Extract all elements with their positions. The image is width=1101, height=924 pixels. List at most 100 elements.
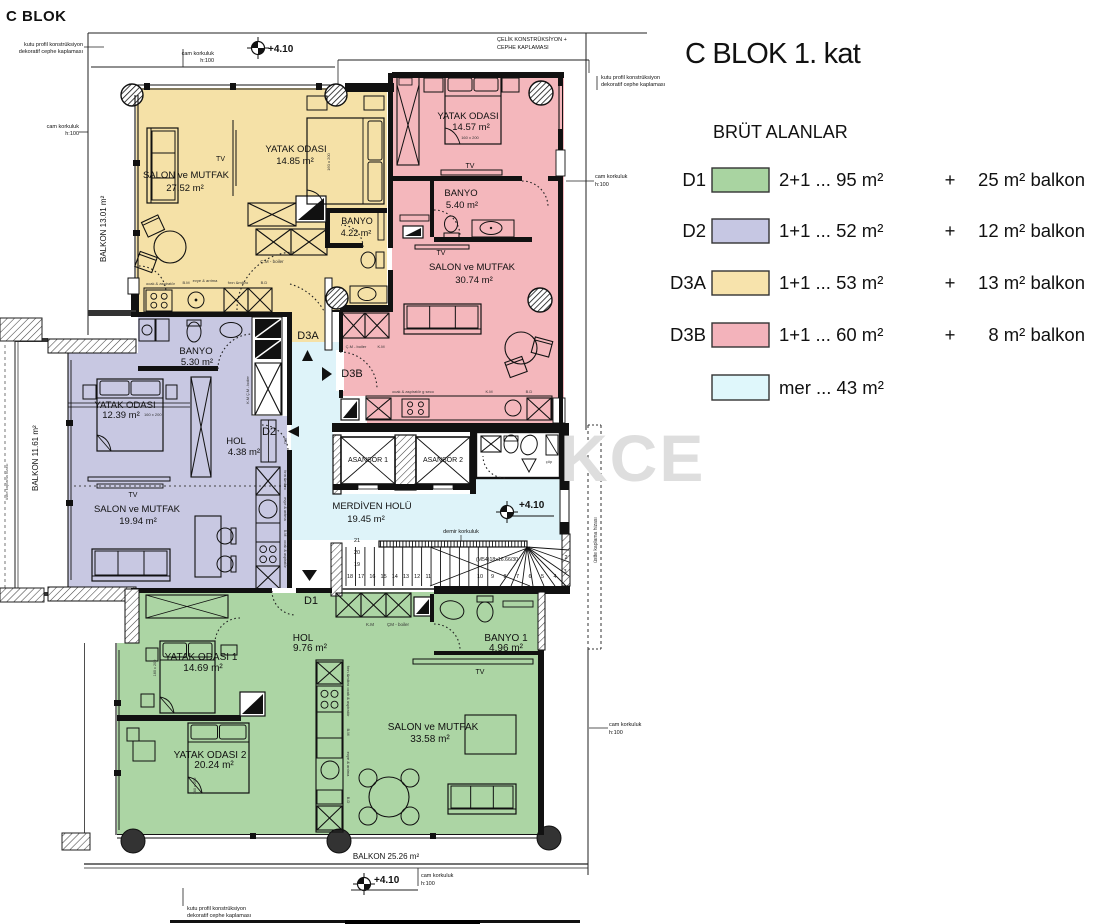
svg-text:1+1 ... 52 m²: 1+1 ... 52 m²	[779, 220, 883, 241]
svg-text:dekoratif cephe kaplaması: dekoratif cephe kaplaması	[187, 913, 251, 919]
svg-text:C BLOK: C BLOK	[6, 8, 67, 25]
svg-text:YATAK ODASI: YATAK ODASI	[265, 144, 326, 155]
svg-text:11: 11	[426, 574, 432, 580]
svg-text:5: 5	[541, 574, 544, 580]
svg-text:YATAK ODASI 2: YATAK ODASI 2	[174, 750, 247, 761]
svg-text:D3B: D3B	[670, 324, 706, 345]
svg-text:D3B: D3B	[341, 368, 362, 380]
svg-text:TV: TV	[129, 492, 138, 499]
svg-text:KCE: KCE	[560, 421, 705, 495]
svg-text:8 m² balkon: 8 m² balkon	[988, 324, 1085, 345]
svg-text:h:100: h:100	[65, 131, 79, 137]
svg-text:7: 7	[516, 574, 519, 580]
svg-text:B.M: B.M	[283, 530, 287, 537]
svg-text:ASANSÖR 2: ASANSÖR 2	[423, 456, 463, 464]
svg-text:cam korkuluk: cam korkuluk	[47, 124, 80, 130]
svg-text:HOL: HOL	[226, 436, 246, 447]
svg-text:19.45 m²: 19.45 m²	[347, 514, 385, 525]
svg-text:dekoratif cephe kaplaması: dekoratif cephe kaplaması	[601, 82, 665, 88]
svg-text:4.38 m²: 4.38 m²	[228, 447, 260, 458]
svg-text:MERDİVEN HOLÜ: MERDİVEN HOLÜ	[332, 501, 411, 512]
svg-text:BANYO: BANYO	[341, 216, 373, 226]
svg-text:kutu profil konstrüksiyon: kutu profil konstrüksiyon	[24, 42, 83, 48]
svg-text:6: 6	[528, 574, 531, 580]
svg-text:5.40 m²: 5.40 m²	[446, 200, 478, 211]
svg-text:Ç.M - boiler: Ç.M - boiler	[346, 344, 367, 349]
svg-text:YATAK ODASI 1: YATAK ODASI 1	[165, 652, 238, 663]
svg-text:30.74 m²: 30.74 m²	[455, 275, 493, 286]
svg-text:5.30 m²: 5.30 m²	[181, 357, 213, 368]
svg-text:mer ... 43 m²: mer ... 43 m²	[779, 377, 884, 398]
svg-text:çöp: çöp	[546, 459, 553, 464]
svg-text:14.57 m²: 14.57 m²	[452, 122, 490, 133]
svg-text:cam korkuluk: cam korkuluk	[182, 51, 215, 57]
svg-text:üstte kaplama hizası: üstte kaplama hizası	[593, 517, 599, 563]
svg-text:fırın &mikro: fırın &mikro	[228, 280, 249, 285]
svg-text:demir korkuluk: demir korkuluk	[443, 529, 479, 535]
svg-text:19.94 m²: 19.94 m²	[119, 516, 157, 527]
svg-text:cam korkuluk: cam korkuluk	[609, 722, 642, 728]
svg-text:ocak & aspiratör: ocak & aspiratör	[346, 688, 351, 718]
svg-text:K.M Ç.M - boiler: K.M Ç.M - boiler	[246, 376, 250, 404]
svg-text:(M54)18x16.66/30: (M54)18x16.66/30	[476, 557, 518, 563]
svg-text:2: 2	[564, 555, 567, 561]
svg-text:12 m² balkon: 12 m² balkon	[978, 220, 1085, 241]
svg-text:evye & arıtma: evye & arıtma	[193, 278, 218, 283]
svg-text:h:100: h:100	[421, 881, 435, 887]
svg-text:BALKON 13.01 m²: BALKON 13.01 m²	[99, 195, 108, 262]
svg-text:BANYO: BANYO	[444, 188, 477, 199]
svg-text:ÇM - boiler: ÇM - boiler	[387, 622, 410, 627]
svg-text:ASANSÖR 1: ASANSÖR 1	[348, 456, 388, 464]
svg-text:ÇELİK KONSTRÜKSİYON +: ÇELİK KONSTRÜKSİYON +	[497, 36, 567, 43]
svg-text:BALKON 25.26 m²: BALKON 25.26 m²	[353, 852, 420, 861]
svg-text:BALKON 11.61 m²: BALKON 11.61 m²	[31, 425, 40, 491]
svg-text:TV: TV	[216, 156, 225, 163]
svg-text:1+1 ... 60 m²: 1+1 ... 60 m²	[779, 324, 883, 345]
svg-text:K.M: K.M	[485, 389, 492, 394]
svg-text:h:100: h:100	[595, 182, 609, 188]
svg-text:K.M: K.M	[366, 622, 374, 627]
svg-text:YATAK ODASI: YATAK ODASI	[94, 400, 155, 411]
svg-text:D1: D1	[304, 595, 318, 607]
svg-text:cam korkuluk: cam korkuluk	[595, 174, 628, 180]
svg-text:33.58 m²: 33.58 m²	[410, 734, 450, 745]
svg-text:D1: D1	[682, 169, 706, 190]
svg-text:13: 13	[403, 574, 409, 580]
svg-text:15: 15	[381, 574, 387, 580]
svg-text:K.M: K.M	[377, 344, 384, 349]
svg-text:8: 8	[503, 574, 506, 580]
svg-text:13 m² balkon: 13 m² balkon	[978, 272, 1085, 293]
svg-text:h:100: h:100	[200, 58, 214, 64]
svg-text:ocak & aspiratör: ocak & aspiratör	[146, 281, 176, 286]
svg-text:ocak & aspiratör: ocak & aspiratör	[283, 540, 287, 568]
svg-text:B.D: B.D	[283, 438, 287, 445]
svg-text:+4.10: +4.10	[519, 500, 545, 511]
svg-text:SALON ve MUTFAK: SALON ve MUTFAK	[94, 504, 181, 515]
svg-text:19: 19	[354, 562, 360, 568]
svg-text:BANYO: BANYO	[179, 346, 212, 357]
svg-text:evye & arıtma: evye & arıtma	[346, 752, 351, 777]
svg-text:20.24 m²: 20.24 m²	[194, 760, 234, 771]
svg-text:evye & arıtma: evye & arıtma	[283, 497, 287, 521]
svg-text:ocak & aspiratör g seco: ocak & aspiratör g seco	[392, 389, 435, 394]
svg-text:BRÜT ALANLAR: BRÜT ALANLAR	[713, 122, 848, 142]
svg-text:12: 12	[414, 574, 420, 580]
svg-text:SALON ve MUTFAK: SALON ve MUTFAK	[143, 170, 230, 181]
svg-text:160 x 200: 160 x 200	[461, 135, 479, 140]
svg-text:9.76 m²: 9.76 m²	[293, 643, 328, 654]
svg-text:B.D: B.D	[261, 280, 268, 285]
svg-text:+4.10: +4.10	[268, 44, 294, 55]
svg-text:2+1 ... 95 m²: 2+1 ... 95 m²	[779, 169, 883, 190]
svg-text:27.52 m²: 27.52 m²	[166, 183, 204, 194]
svg-text:BANYO 1: BANYO 1	[484, 633, 528, 644]
svg-text:14: 14	[392, 574, 398, 580]
svg-text:12.39 m²: 12.39 m²	[102, 410, 140, 421]
svg-text:+: +	[945, 220, 956, 241]
svg-text:TV: TV	[466, 163, 475, 170]
svg-text:TV: TV	[437, 250, 446, 257]
svg-text:dekoratif cephe kaplaması: dekoratif cephe kaplaması	[19, 49, 83, 55]
svg-text:C BLOK 1. kat: C BLOK 1. kat	[685, 38, 861, 70]
svg-text:20: 20	[354, 550, 360, 556]
svg-text:HOL: HOL	[293, 633, 314, 644]
svg-text:160 x 200: 160 x 200	[144, 412, 162, 417]
